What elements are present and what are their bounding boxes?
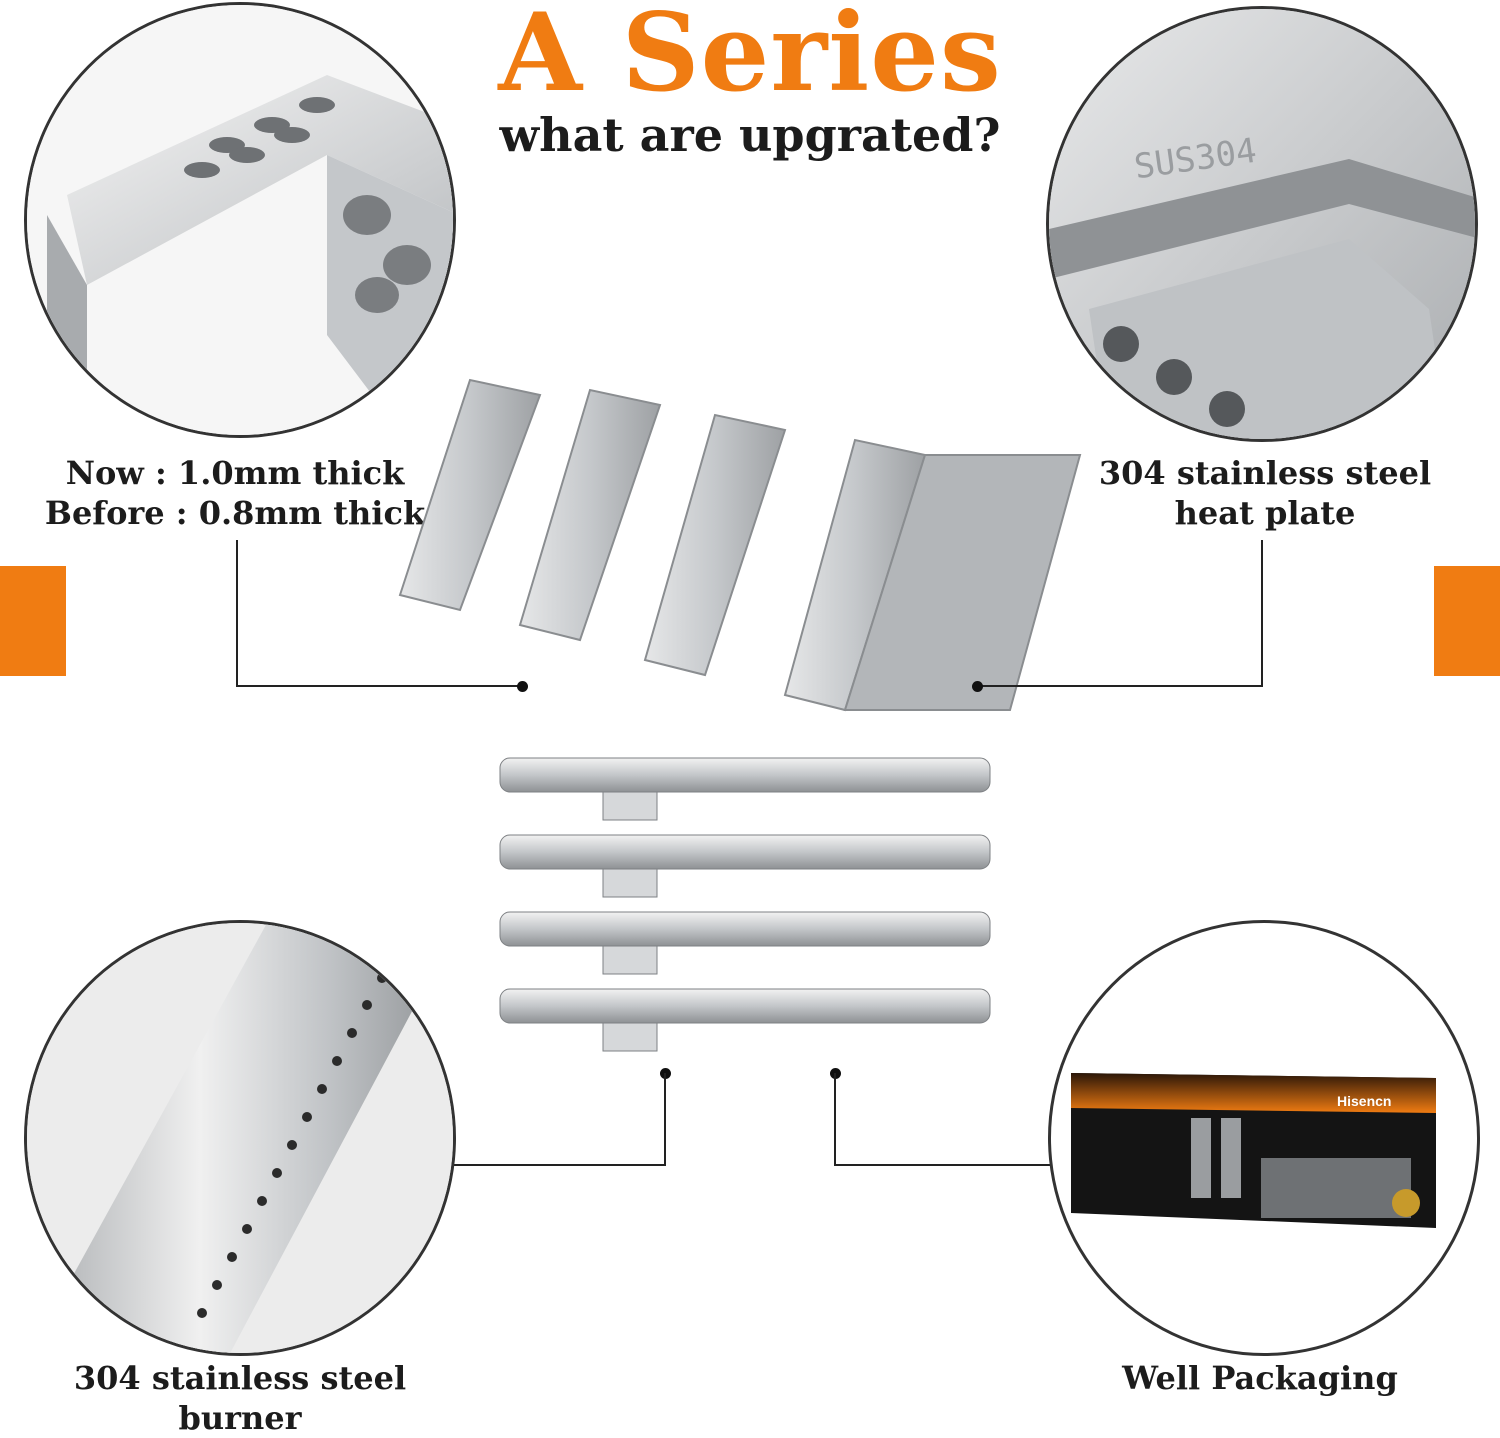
burner-label-line2: burner [178,1399,302,1437]
thickness-label-line2: Before : 0.8mm thick [44,494,426,532]
thickness-closeup-circle [24,2,456,438]
package-box-icon [1071,1073,1436,1228]
connector-packaging-horizontal [834,1164,1052,1166]
connector-packaging-vertical [834,1073,836,1165]
burner-1 [499,757,991,821]
thickness-label: Now : 1.0mm thick Before : 0.8mm thick [30,453,440,533]
burner-closeup-circle [24,920,456,1356]
burner-4 [499,988,991,1052]
heat-plate-1 [398,378,542,612]
connector-burner-vertical [664,1073,666,1165]
burner-label: 304 stainless steel burner [40,1358,440,1438]
heat-plates-image [398,378,1082,712]
page-title: A Series [498,0,1002,116]
burner-2 [499,834,991,898]
heat-plate-label-line1: 304 stainless steel [1098,454,1432,492]
heat-plate-2 [518,388,662,642]
burner-closeup-icon [27,923,453,1353]
right-accent-bar [1434,566,1500,676]
connector-heat-plate-vertical [1261,540,1263,686]
thickness-label-line1: Now : 1.0mm thick [65,454,405,492]
burners-image [499,757,991,1052]
heat-plate-label-line2: heat plate [1174,494,1356,532]
heat-plate-3 [643,413,787,677]
heat-plate-label: 304 stainless steel heat plate [1080,453,1450,533]
connector-heat-plate-dot [972,681,983,692]
packaging-label: Well Packaging [1122,1359,1398,1397]
connector-heat-plate-horizontal [978,685,1263,687]
heat-plate-closeup-circle: SUS304 [1046,6,1478,442]
connector-thickness-horizontal [236,685,522,687]
connector-thickness-dot [517,681,528,692]
heat-plate-4 [783,438,1082,712]
package-brand: Hisencn [1337,1093,1392,1109]
burner-3 [499,911,991,975]
burner-label-line1: 304 stainless steel [73,1359,407,1397]
left-accent-bar [0,566,66,676]
packaging-circle: Hisencn [1048,920,1480,1356]
sus304-closeup-icon [1049,9,1475,439]
page-subtitle: what are upgrated? [499,108,1001,162]
connector-thickness-vertical [236,540,238,686]
connector-burner-horizontal [452,1164,666,1166]
